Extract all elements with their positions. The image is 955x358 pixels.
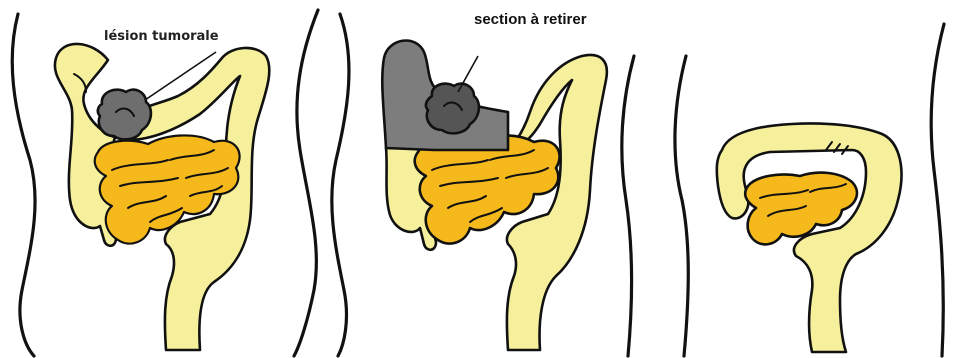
body-outline-left: [675, 56, 688, 356]
body-outline-left: [332, 14, 349, 356]
label-section-to-remove: section à retirer: [474, 11, 587, 28]
body-outline-right: [294, 10, 318, 356]
label-tumor-lesion: lésion tumorale: [104, 29, 219, 44]
panel-after: [675, 24, 944, 356]
colon: [717, 123, 902, 352]
body-outline-left: [12, 14, 35, 356]
panel-before: lésion tumorale: [12, 10, 318, 356]
panel-resection: section à retirer: [332, 11, 634, 356]
body-outline-right: [622, 56, 634, 356]
body-outline-right: [931, 24, 944, 356]
